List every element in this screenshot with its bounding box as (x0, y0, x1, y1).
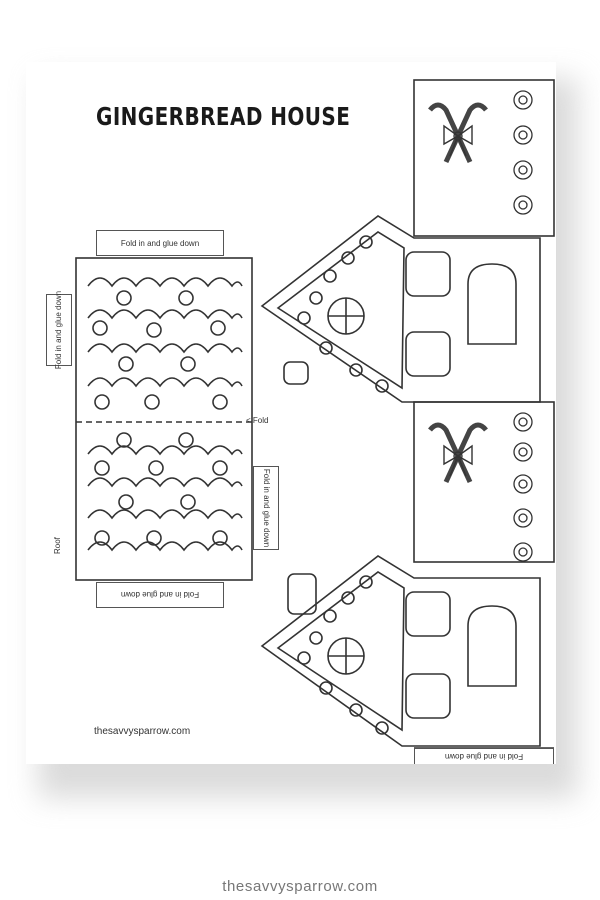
printable-sheet: GINGERBREAD HOUSE (26, 62, 556, 764)
lollipop (513, 195, 533, 215)
glue-tab-right: Fold in and glue down (253, 466, 279, 550)
roof-dot (146, 322, 162, 338)
roof-dot (146, 530, 162, 546)
glue-tab-bottom-right: Fold in and glue down (414, 748, 554, 764)
roof-dot (180, 494, 196, 510)
gingerbread-template-art (75, 79, 555, 749)
glue-tab-bottom: Fold in and glue down (96, 582, 224, 608)
roof-panel (75, 257, 253, 581)
roof-dot (148, 460, 164, 476)
lollipop (513, 542, 533, 562)
lollipop (513, 508, 533, 528)
candy-cane-icon (443, 422, 488, 484)
page-title: GINGERBREAD HOUSE (96, 102, 351, 131)
bow-icon (443, 124, 473, 157)
footer-url: thesavvysparrow.com (222, 878, 378, 895)
scallop-row (87, 377, 243, 388)
house-front-bottom (260, 555, 541, 747)
scallop-row (87, 541, 243, 552)
roof-dot (94, 394, 110, 410)
side-wall-panel-top (413, 79, 555, 237)
roof-dot (116, 290, 132, 306)
scallop-row (87, 309, 243, 320)
scallop-row (87, 509, 243, 520)
roof-dot (212, 394, 228, 410)
house-front-top (260, 215, 541, 403)
lollipop (513, 90, 533, 110)
roof-dot (178, 432, 194, 448)
roof-dot (178, 290, 194, 306)
lollipop (513, 412, 533, 432)
glue-tab-top: Fold in and glue down (96, 230, 224, 256)
roof-dot (116, 432, 132, 448)
glue-tab-left: Fold in and glue down (46, 290, 72, 370)
lollipop (513, 474, 533, 494)
roof-dot (180, 356, 196, 372)
candy-cane-icon (428, 102, 473, 164)
roof-dot (94, 530, 110, 546)
roof-label: Roof (53, 537, 62, 554)
roof-dot (118, 356, 134, 372)
bow-icon (443, 444, 473, 477)
worksheet-site-url: thesavvysparrow.com (94, 726, 191, 737)
scallop-row (87, 477, 243, 488)
roof-dot (212, 530, 228, 546)
lollipop (513, 125, 533, 145)
lollipop (513, 160, 533, 180)
glue-tab-left-label: Fold in and glue down (54, 290, 63, 370)
candy-cane-icon (428, 422, 473, 484)
scallop-row (87, 445, 243, 456)
roof-dot (92, 320, 108, 336)
roof-dot (210, 320, 226, 336)
roof-dot (118, 494, 134, 510)
scallop-row (87, 343, 243, 354)
candy-cane-icon (443, 102, 488, 164)
glue-tab-right-label: Fold in and glue down (262, 468, 271, 548)
roof-dot (94, 460, 110, 476)
roof-dot (212, 460, 228, 476)
scallop-row (87, 277, 243, 288)
lollipop (513, 442, 533, 462)
fold-label: < Fold (246, 416, 269, 425)
roof-dot (144, 394, 160, 410)
